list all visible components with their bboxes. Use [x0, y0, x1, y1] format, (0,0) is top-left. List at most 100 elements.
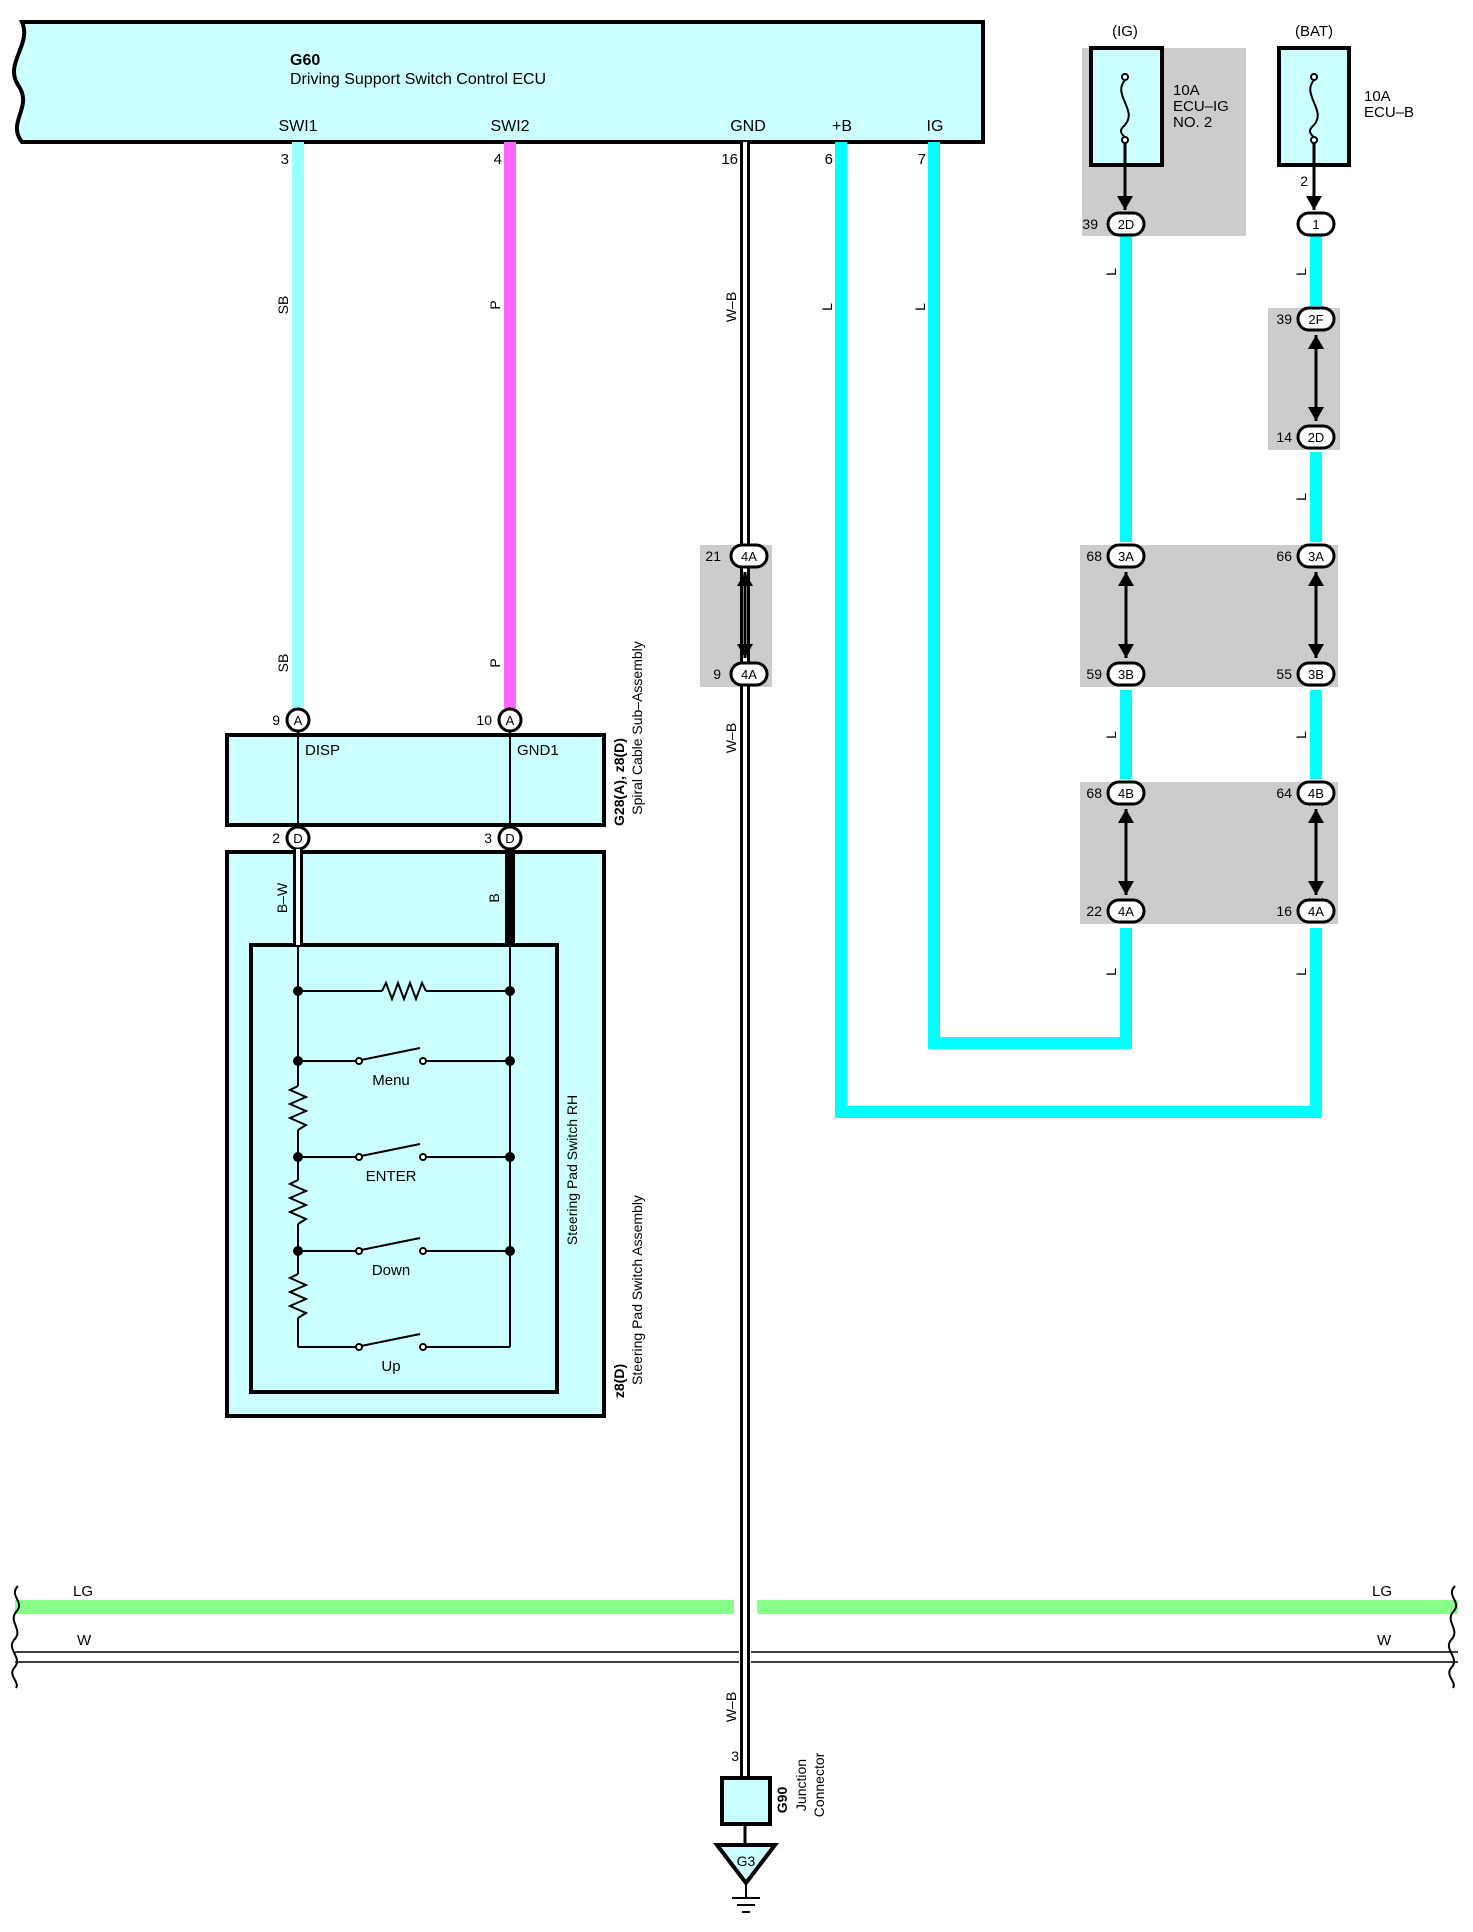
fuse-bat-name-1: ECU–B: [1364, 104, 1414, 121]
junction-ig-4a-pin: 22: [1086, 903, 1102, 919]
fuse-ig-source: (IG): [1112, 23, 1138, 40]
arrow-gnd-down: [737, 644, 753, 658]
ground-triangle: [712, 1843, 780, 1887]
bus-wires: LG LG W W: [11, 1583, 1458, 1689]
arrow-ig3-down: [1118, 644, 1134, 658]
arrow-ig4-up: [1118, 809, 1134, 823]
node-l-2: [293, 1056, 303, 1066]
fuse-bat-terminal-top: [1310, 73, 1318, 81]
node-r-3: [505, 1152, 515, 1162]
junction-gnd-4a-top-pin: 21: [705, 548, 721, 564]
junction-gnd-4a-top-code: 4A: [741, 549, 757, 564]
label-wire-l-plus-b: L: [819, 303, 835, 311]
label-wire-lg-left: LG: [73, 1583, 93, 1600]
junction-gnd-4a-bottom-code: 4A: [741, 667, 757, 682]
ecu-name: Driving Support Switch Control ECU: [290, 71, 546, 88]
junction-bat-2f-code: 2F: [1308, 312, 1323, 327]
fuse-ecu-ig-no2: (IG) 10A ECU–IG NO. 2: [1089, 23, 1229, 210]
ecu-pin-16: 16: [721, 151, 738, 168]
switch-down: Down: [298, 1237, 510, 1279]
resistor-left-3: [287, 1273, 309, 1319]
switch-menu-contact-r: [419, 1057, 427, 1065]
junction-ig-4a: [1106, 898, 1146, 924]
switch-down-label: Down: [372, 1262, 410, 1279]
ecu-g60: G60 Driving Support Switch Control ECU S…: [12, 20, 985, 168]
junction-connector-g90: 3 G90 Junction Connector: [720, 1748, 827, 1845]
steering-code: z8(D): [611, 1364, 627, 1398]
arrow-2f-up: [1308, 335, 1324, 349]
fuse-bat-pin: 2: [1300, 173, 1308, 189]
label-wire-wb-2: W–B: [723, 723, 739, 753]
g90-name-2: Connector: [811, 1752, 827, 1817]
label-wire-p-1: P: [487, 300, 503, 309]
steering-name: Steering Pad Switch Assembly: [629, 1195, 645, 1385]
node-l-1: [293, 986, 303, 996]
g90-pin: 3: [731, 1748, 739, 1764]
switch-enter-contact-r: [419, 1153, 427, 1161]
junction-bat-1: [1296, 211, 1336, 237]
spiral-cable-sub-assembly: A A 9 10 DISP GND1 G28(A), z8(D) Spiral …: [225, 641, 645, 827]
label-wire-l-ig: L: [912, 303, 928, 311]
junction-gnd-4a-top: [729, 543, 769, 569]
switch-enter: ENTER: [298, 1143, 510, 1185]
switch-menu: Menu: [298, 1047, 510, 1089]
steering-pin-3: 3: [484, 830, 492, 846]
ecu-code: G60: [290, 52, 320, 69]
junction-ig-2d-code: 2D: [1118, 217, 1135, 232]
fuse-bat-terminal-bottom: [1310, 136, 1318, 144]
label-wire-l-6: L: [1293, 731, 1309, 739]
junction-bat-2f: [1296, 306, 1336, 332]
arrow-ig-fuse: [1117, 196, 1133, 210]
fuse-ig-name-1: ECU–IG: [1173, 98, 1229, 115]
switch-menu-contact-l: [355, 1057, 363, 1065]
arrow-bat4-down: [1308, 881, 1324, 895]
junction-bat-2d: [1296, 424, 1336, 450]
node-r-1: [505, 986, 515, 996]
g90-box: [720, 1776, 772, 1826]
steering-connector-d2-letter: D: [505, 831, 514, 846]
g90-name-1: Junction: [793, 1759, 809, 1811]
label-wire-sb-2: SB: [275, 654, 291, 673]
label-wire-l-7: L: [1293, 968, 1309, 976]
junction-bat-3b-pin: 55: [1276, 666, 1292, 682]
junction-bat-2d-pin: 14: [1276, 429, 1292, 445]
label-wire-b: B: [486, 893, 502, 902]
junction-bat-4b-code: 4B: [1308, 786, 1324, 801]
spiral-pin-9: 9: [272, 712, 280, 728]
label-wire-l-5: L: [1293, 493, 1309, 501]
junction-bat-4a-code: 4A: [1308, 904, 1324, 919]
ecu-pin-3: 3: [281, 151, 289, 168]
switch-up-contact-r: [419, 1343, 427, 1351]
junction-ig-3a: [1106, 543, 1146, 569]
switch-down-blade: [360, 1237, 421, 1251]
fuse-ig-terminal-top: [1121, 73, 1129, 81]
arrow-bat-fuse: [1306, 196, 1322, 210]
break-mark-right: [1448, 1585, 1458, 1689]
junction-bat-3a-pin: 66: [1276, 548, 1292, 564]
switch-down-contact-l: [355, 1247, 363, 1255]
arrow-bat4-up: [1308, 809, 1324, 823]
switch-up: Up: [298, 1333, 510, 1375]
label-wire-wb-1: W–B: [723, 292, 739, 322]
ecu-box: [12, 20, 985, 144]
spiral-connector-a2-letter: A: [506, 713, 515, 728]
junction-ig-4b-code: 4B: [1118, 786, 1134, 801]
ecu-terminal-gnd: GND: [730, 118, 766, 135]
break-mark-left: [11, 1585, 21, 1689]
g90-code: G90: [774, 1787, 790, 1814]
node-l-3: [293, 1152, 303, 1162]
arrow-gnd-up: [737, 572, 753, 586]
label-wire-wb-3: W–B: [723, 1692, 739, 1722]
junction-ig-3a-pin: 68: [1086, 548, 1102, 564]
junction-bat-3a: [1296, 543, 1336, 569]
fuse-bat-source: (BAT): [1295, 23, 1333, 40]
junction-bat-2f-pin: 39: [1276, 311, 1292, 327]
steering-inner-name: Steering Pad Switch RH: [564, 1095, 580, 1245]
node-r-2: [505, 1056, 515, 1066]
spiral-code: G28(A), z8(D): [611, 738, 627, 826]
arrow-ig3-up: [1118, 572, 1134, 586]
label-wire-l-3: L: [1103, 968, 1119, 976]
junction-bat-1-code: 1: [1312, 217, 1319, 232]
node-l-4: [293, 1246, 303, 1256]
